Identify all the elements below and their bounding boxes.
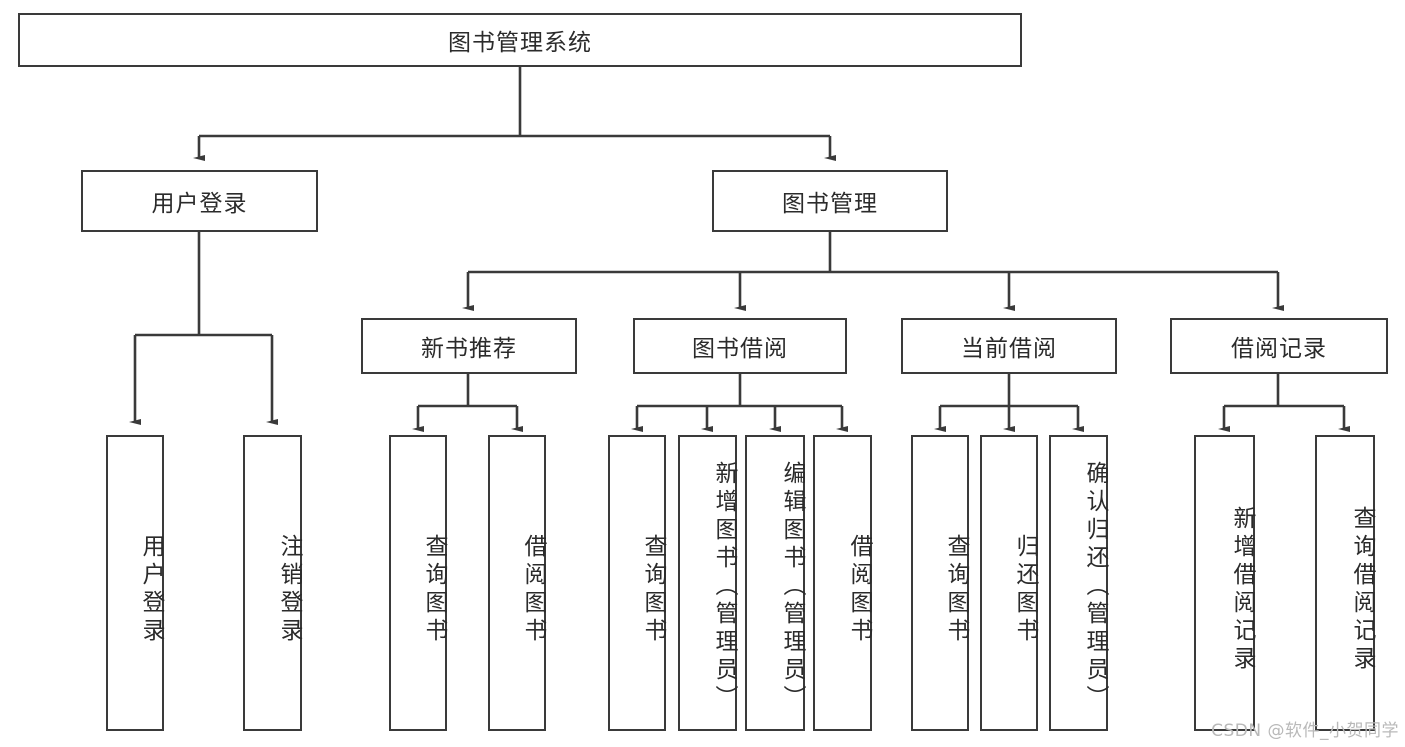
node-current-borrow[interactable]: 当前借阅 [901,318,1117,374]
leaf-borrow-query-book[interactable]: 查询图书 [608,435,666,731]
leaf-record-query-record[interactable]: 查询借阅记录 [1315,435,1375,731]
node-user-login[interactable]: 用户登录 [81,170,318,232]
node-book-borrow[interactable]: 图书借阅 [633,318,847,374]
leaf-current-return-book[interactable]: 归还图书 [980,435,1038,731]
leaf-current-confirm-return-admin[interactable]: 确认归还（管理员） [1049,435,1108,731]
leaf-borrow-borrow-book[interactable]: 借阅图书 [813,435,872,731]
leaf-user-login-login[interactable]: 用户登录 [106,435,164,731]
csdn-watermark: CSDN @软件_小贺同学 [1211,721,1399,741]
node-borrow-record[interactable]: 借阅记录 [1170,318,1388,374]
node-root-system[interactable]: 图书管理系统 [18,13,1022,67]
leaf-recommend-borrow-book[interactable]: 借阅图书 [488,435,546,731]
node-book-management[interactable]: 图书管理 [712,170,948,232]
leaf-user-login-logout[interactable]: 注销登录 [243,435,302,731]
leaf-current-query-book[interactable]: 查询图书 [911,435,969,731]
leaf-borrow-add-book-admin[interactable]: 新增图书（管理员） [678,435,737,731]
leaf-borrow-edit-book-admin[interactable]: 编辑图书（管理员） [745,435,805,731]
node-new-book-recommend[interactable]: 新书推荐 [361,318,577,374]
leaf-recommend-query-book[interactable]: 查询图书 [389,435,447,731]
leaf-record-add-record[interactable]: 新增借阅记录 [1194,435,1255,731]
